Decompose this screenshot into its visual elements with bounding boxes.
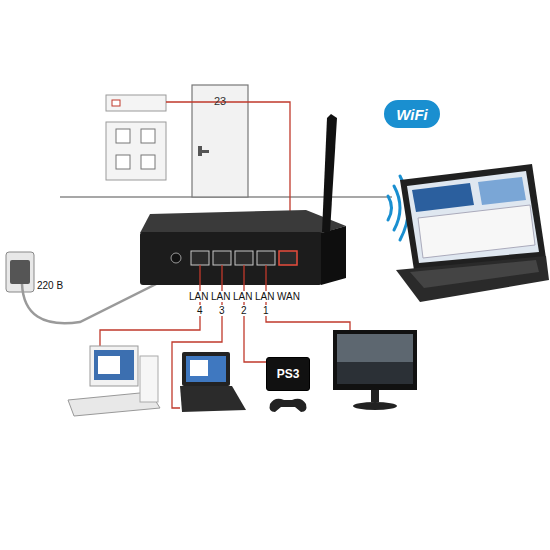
desktop-tower (140, 356, 158, 402)
laptop-keyboard (410, 260, 539, 288)
power-adapter (10, 260, 30, 284)
desktop-window (98, 356, 120, 374)
screen-window (412, 183, 474, 212)
port-label: LAN (232, 291, 253, 302)
node-text: 23 (214, 95, 226, 107)
wifi-badge: WiFi (384, 100, 440, 128)
door-number: 23 (192, 85, 248, 197)
laptop-base (180, 386, 246, 412)
router-body (140, 232, 322, 285)
screen-scene (337, 362, 413, 384)
laptop-window (190, 360, 208, 376)
desktop-monitor (90, 346, 138, 386)
monitor-frame (333, 330, 417, 390)
desktop-screen (94, 350, 134, 380)
console-box: PS3 (266, 357, 310, 391)
laptop-screen-frame (400, 164, 546, 270)
lan-ports (191, 251, 275, 265)
port-label: LAN (210, 291, 231, 302)
monitor-base (353, 402, 397, 410)
port-number: 1 (262, 305, 270, 316)
laptop-base (396, 256, 549, 302)
door-handle (202, 150, 209, 153)
port-number: 2 (240, 305, 248, 316)
monitor-screen (337, 334, 413, 384)
port-label: WAN (276, 291, 301, 302)
laptop-frame (182, 352, 230, 386)
antenna (322, 114, 337, 232)
port-number: 3 (218, 305, 226, 316)
port-label: LAN (188, 291, 209, 302)
sockets (116, 129, 155, 169)
monitor-stand (371, 390, 379, 402)
wall-outlet (6, 252, 34, 292)
voltage-label: 220 B (36, 280, 64, 291)
game-controller (270, 399, 307, 412)
laptop-screen (407, 171, 539, 263)
socket-panel (106, 122, 166, 180)
port-label: LAN (254, 291, 275, 302)
router-side (321, 226, 346, 285)
router-top (140, 210, 346, 233)
screen-window (478, 177, 526, 205)
wall-box (106, 95, 166, 111)
node-text: WiFi (396, 106, 428, 123)
port-number: 4 (196, 305, 204, 316)
laptop-screen (186, 356, 226, 382)
screen-window (418, 205, 535, 258)
wall-jack (112, 100, 120, 106)
power-jack (171, 253, 181, 263)
wan-port (279, 251, 297, 265)
door-handle (198, 146, 202, 156)
node-text: PS3 (277, 367, 300, 381)
